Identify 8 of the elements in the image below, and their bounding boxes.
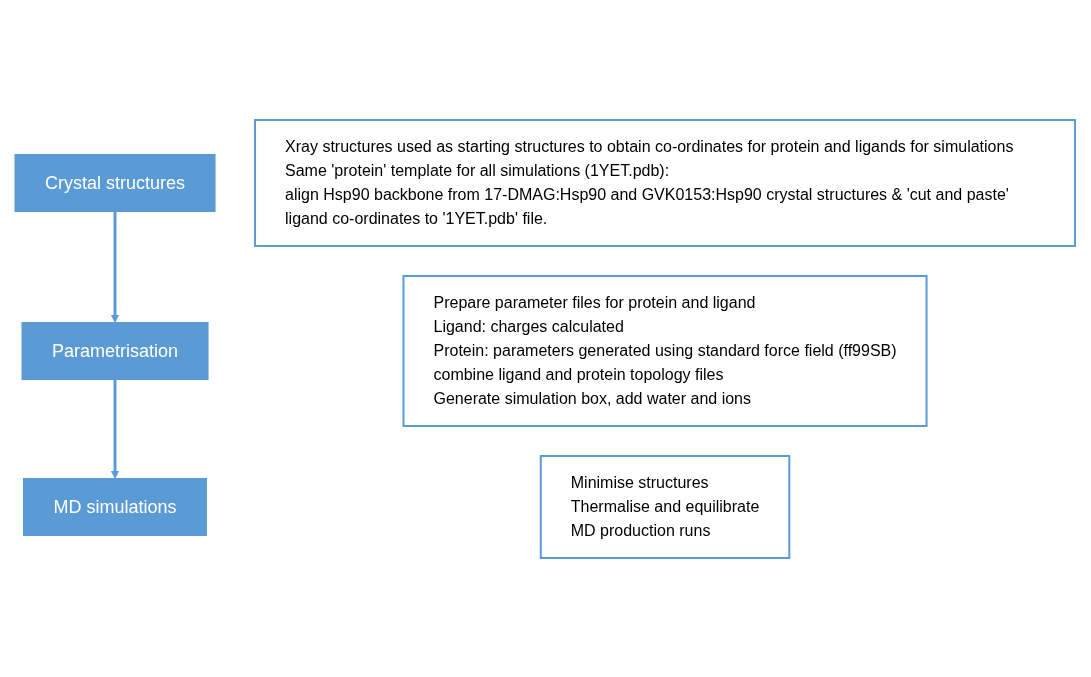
node-box: Crystal structures — [15, 153, 216, 212]
node-box: Minimise structures Thermalise and equilibrate MD production runs — [540, 454, 791, 559]
arrow — [111, 379, 120, 479]
node-box: Xray structures used as starting structures to obtain co-ordinates for protein and ligands for simulations Same 'protein' template for all simulations (1YET.pdb): align Hsp90 backbone from 17-DMAG:Hsp90 and GVK0153:Hsp90 crystal structures & 'cut and paste' ligand co-ordinates to '1YET.pdb' file. — [254, 118, 1077, 247]
arrow — [111, 211, 120, 323]
node-box: Prepare parameter files for protein and ligand Ligand: charges calculated Protein: parameters generated using standard force field (ff99SB) combine ligand and protein topology files Generate simulation box, add water and ions — [403, 274, 929, 427]
node-box: MD simulations — [23, 477, 208, 536]
node-box: Parametrisation — [21, 321, 210, 380]
